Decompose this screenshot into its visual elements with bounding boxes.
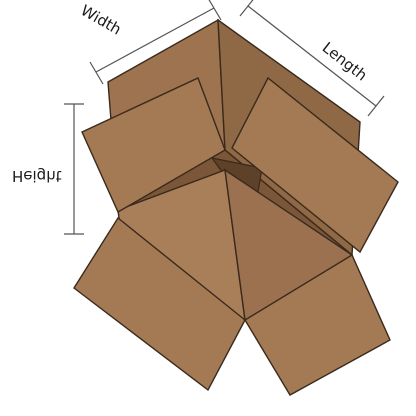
length-dimension-line	[239, 0, 385, 117]
length-label: Length	[319, 38, 371, 84]
flap-top-right	[231, 76, 399, 254]
flap-top-left	[81, 77, 226, 213]
width-label: Width	[78, 1, 125, 38]
flap-bottom-right	[244, 253, 391, 396]
height-dimension-line	[64, 103, 84, 235]
height-label: Height	[12, 167, 62, 185]
width-dimension-line	[89, 0, 222, 85]
